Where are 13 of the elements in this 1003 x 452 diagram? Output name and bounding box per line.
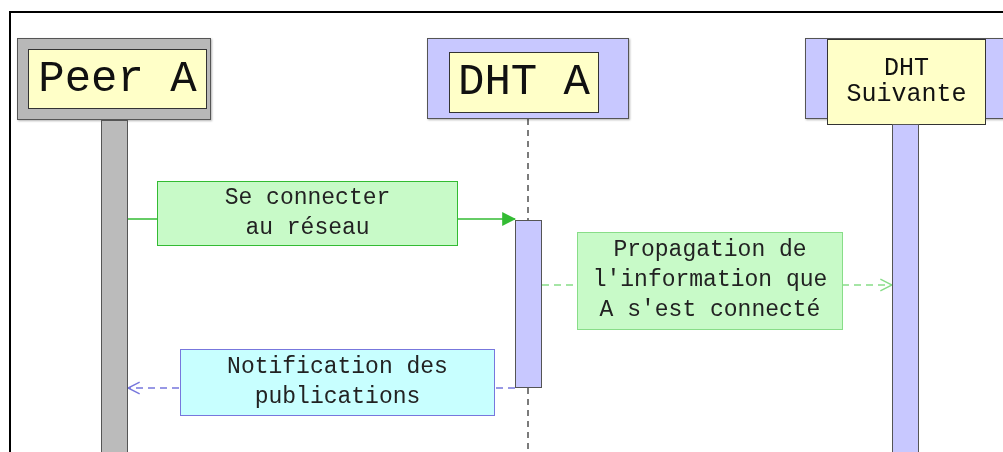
lifeline-bar	[892, 124, 919, 452]
edge-label: Se connecter au réseau	[157, 181, 458, 246]
edge-label: Propagation de l'information que A s'est connecté	[577, 232, 843, 330]
participant-label: DHT A	[449, 52, 599, 113]
participant-label: Peer A	[28, 49, 207, 109]
lifeline-bar	[101, 120, 128, 452]
participant-box	[17, 38, 211, 120]
activation-bar	[515, 220, 542, 388]
lifeline	[527, 118, 529, 221]
participant-box	[427, 38, 629, 119]
lifeline	[527, 387, 529, 452]
edge-label: Notification des publications	[180, 349, 495, 416]
participant-label: DHT Suivante	[827, 39, 986, 125]
